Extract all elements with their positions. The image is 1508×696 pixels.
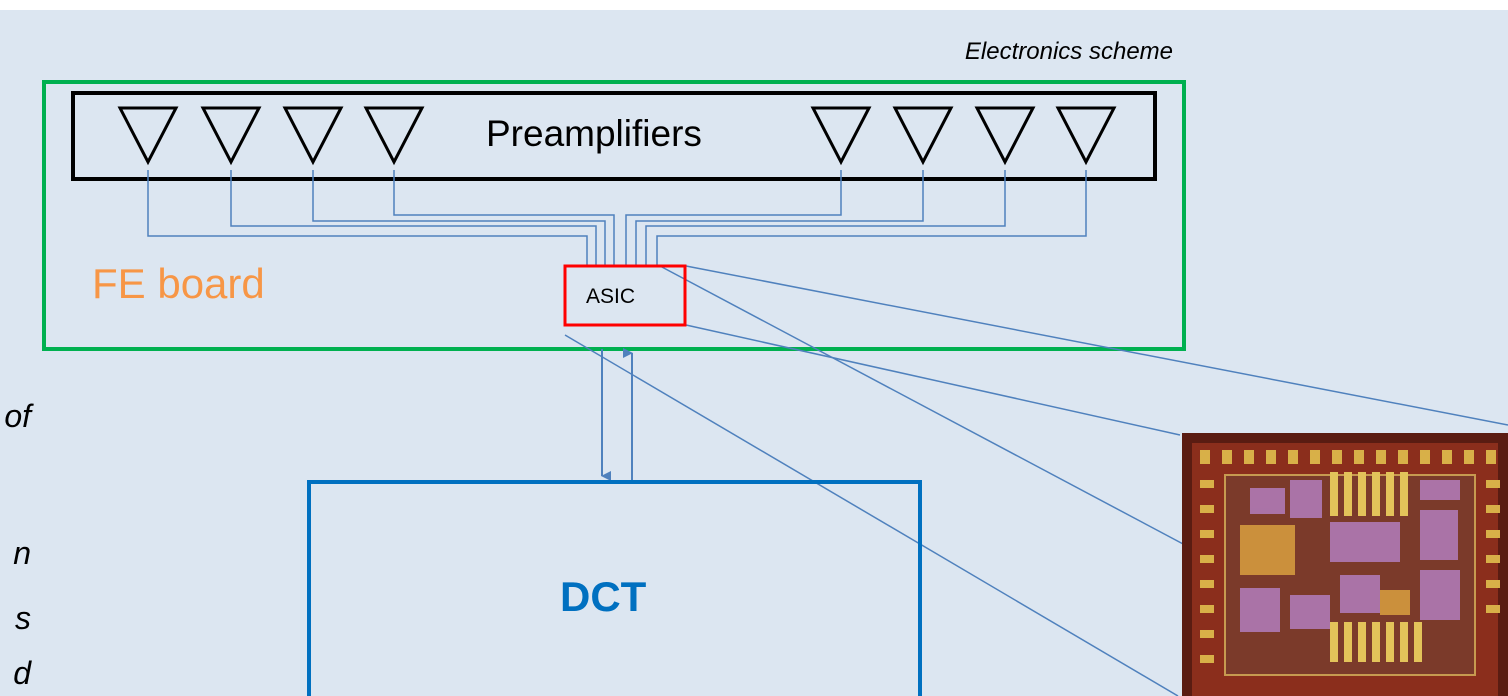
left-text-fragment-3: s <box>15 600 31 636</box>
fe-board-box <box>42 80 1186 351</box>
preamp-triangle-7 <box>974 106 1036 166</box>
projection-lines <box>564 265 1508 696</box>
wire-7 <box>645 170 1006 266</box>
preamp-triangle-6 <box>892 106 954 166</box>
left-text-fragment-1: of <box>4 398 31 434</box>
left-text-fragment-2: n <box>13 535 31 571</box>
wire-4 <box>393 170 615 266</box>
asic-chip-image <box>1182 433 1508 696</box>
wire-2 <box>230 170 597 266</box>
wire-6 <box>635 170 924 266</box>
preamplifier-triangles <box>117 106 1117 166</box>
dct-box <box>307 480 922 696</box>
wire-5 <box>625 170 842 266</box>
projection-line-3 <box>564 334 1179 696</box>
projection-line-2 <box>685 324 1181 436</box>
preamp-triangle-1 <box>117 106 179 166</box>
left-text-fragment-4: d <box>13 655 31 691</box>
fe-board-label: FE board <box>92 260 265 307</box>
asic-box <box>563 264 687 327</box>
slide: Electronics scheme Preamplifiers FE boar… <box>0 10 1508 696</box>
dct-label: DCT <box>560 573 647 620</box>
electronics-diagram <box>42 80 1508 696</box>
preamp-triangle-8 <box>1055 106 1117 166</box>
preamp-triangle-2 <box>200 106 262 166</box>
diagram-caption: Electronics scheme <box>964 38 1173 65</box>
wire-8 <box>656 170 1087 266</box>
wire-1 <box>147 170 588 266</box>
preamp-triangle-5 <box>810 106 872 166</box>
projection-line-1 <box>685 265 1508 426</box>
projection-line-4 <box>659 265 1186 546</box>
asic-label: ASIC <box>586 285 636 308</box>
preamplifiers-label: Preamplifiers <box>486 113 702 154</box>
wire-3 <box>312 170 606 266</box>
preamp-triangle-3 <box>282 106 344 166</box>
preamp-triangle-4 <box>363 106 425 166</box>
preamp-wires <box>147 170 1087 266</box>
preamplifier-strip <box>71 91 1157 181</box>
